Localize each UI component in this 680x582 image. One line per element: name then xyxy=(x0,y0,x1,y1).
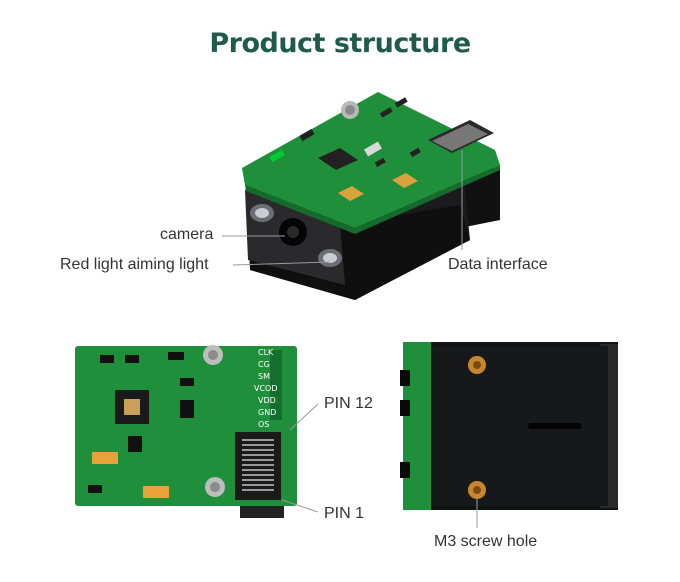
pcb-top xyxy=(242,92,500,228)
pcb-front-view xyxy=(75,345,297,518)
label-aiming-light: Red light aiming light xyxy=(60,256,209,273)
scanner-module-3d xyxy=(242,92,500,300)
label-pin-1: PIN 1 xyxy=(324,505,365,522)
label-pin-12: PIN 12 xyxy=(324,395,373,412)
silkscreen-pin-clk: CLK xyxy=(258,348,274,357)
label-m3-screw-hole: M3 screw hole xyxy=(434,533,538,550)
silkscreen-pin-sm: SM xyxy=(258,372,270,381)
pin1-leader-line xyxy=(281,499,319,513)
silkscreen-pin-cg: CG xyxy=(258,360,270,369)
pin12-leader-line xyxy=(289,403,319,431)
main-ic xyxy=(318,148,358,170)
board-silkscreen: CLK CG SM VCOD VDD GND OS xyxy=(254,348,278,429)
silkscreen-pin-vdd: VDD xyxy=(258,396,276,405)
module-back-view xyxy=(400,342,618,510)
page-title: Product structure xyxy=(209,28,471,59)
label-data-interface: Data interface xyxy=(448,256,548,273)
aiming-leader-line xyxy=(232,261,331,266)
silkscreen-pin-gnd: GND xyxy=(258,408,276,417)
silkscreen-pin-os: OS xyxy=(258,420,269,429)
silkscreen-pin-vcod: VCOD xyxy=(254,384,278,393)
label-camera: camera xyxy=(160,226,214,243)
